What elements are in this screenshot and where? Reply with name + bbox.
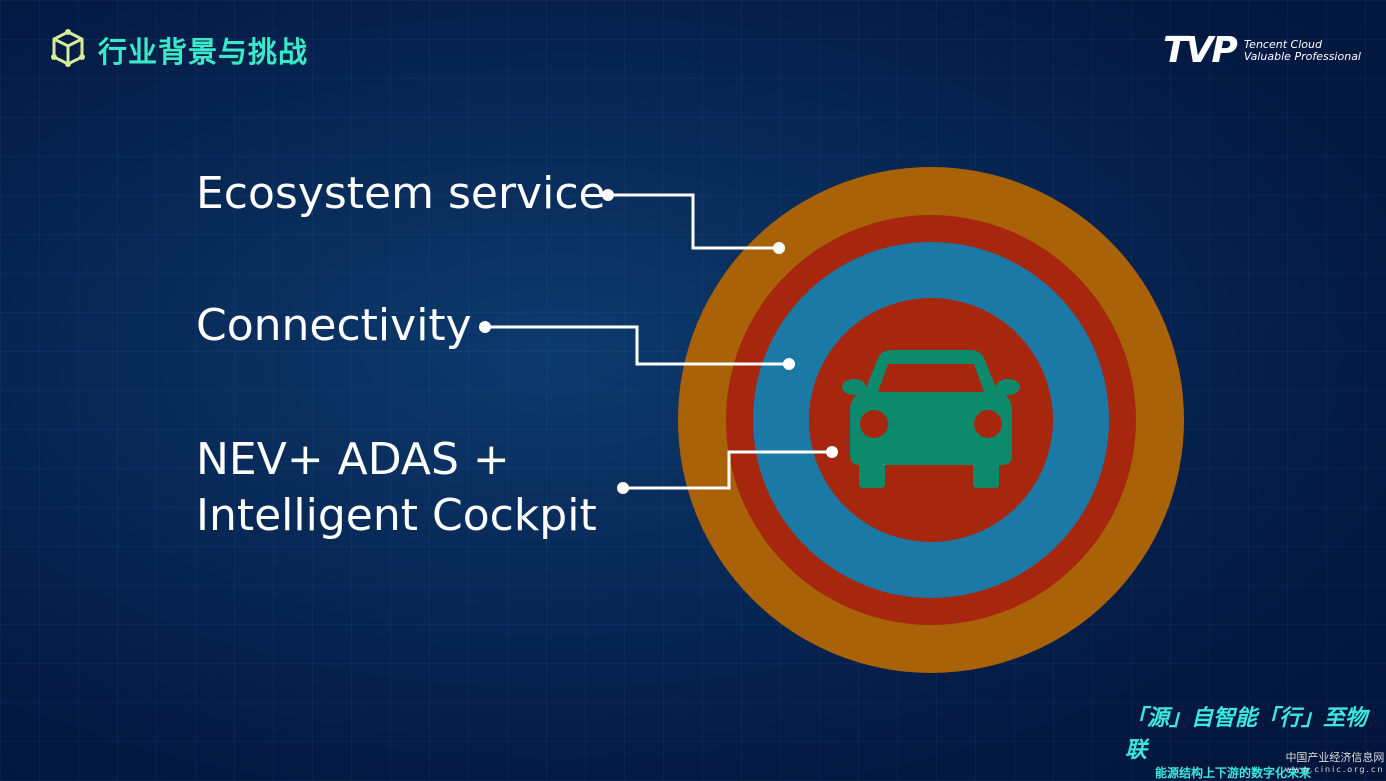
dot — [783, 358, 795, 370]
page-title: 行业背景与挑战 — [98, 35, 309, 69]
label-intelligent-cockpit: Intelligent Cockpit — [196, 490, 597, 541]
car-icon — [842, 350, 1020, 488]
dot — [617, 482, 629, 494]
slogan-text: 「源」自智能「行」至物联 — [1125, 706, 1368, 763]
watermark-url: www.cinic.org.cn — [1285, 765, 1385, 774]
connector-nev — [623, 450, 832, 490]
page-header: 行业背景与挑战 — [48, 28, 308, 72]
cube-icon — [48, 28, 88, 72]
dot — [479, 321, 491, 333]
watermark-cn: 中国产业经济信息网 — [1285, 751, 1385, 764]
dot — [826, 446, 838, 458]
logo-mark: TVP — [1163, 30, 1238, 71]
label-connectivity: Connectivity — [196, 300, 472, 351]
connector-ecosystem — [608, 193, 779, 250]
connector-connectivity — [485, 325, 789, 366]
dot — [602, 189, 614, 201]
label-ecosystem-service: Ecosystem service — [196, 168, 606, 219]
logo-line-1: Tencent Cloud — [1243, 37, 1322, 51]
label-nev-adas: NEV+ ADAS + — [196, 434, 510, 485]
logo-line-2: Valuable Professional — [1243, 49, 1361, 63]
dot — [773, 242, 785, 254]
slogan-subtitle: 能源结构上下游的数字化未来 — [1155, 766, 1312, 780]
watermark: 中国产业经济信息网 www.cinic.org.cn — [1285, 752, 1384, 776]
connector-lines — [485, 193, 832, 490]
event-slogan: 「源」自智能「行」至物联 能源结构上下游的数字化未来 — [1125, 700, 1386, 781]
